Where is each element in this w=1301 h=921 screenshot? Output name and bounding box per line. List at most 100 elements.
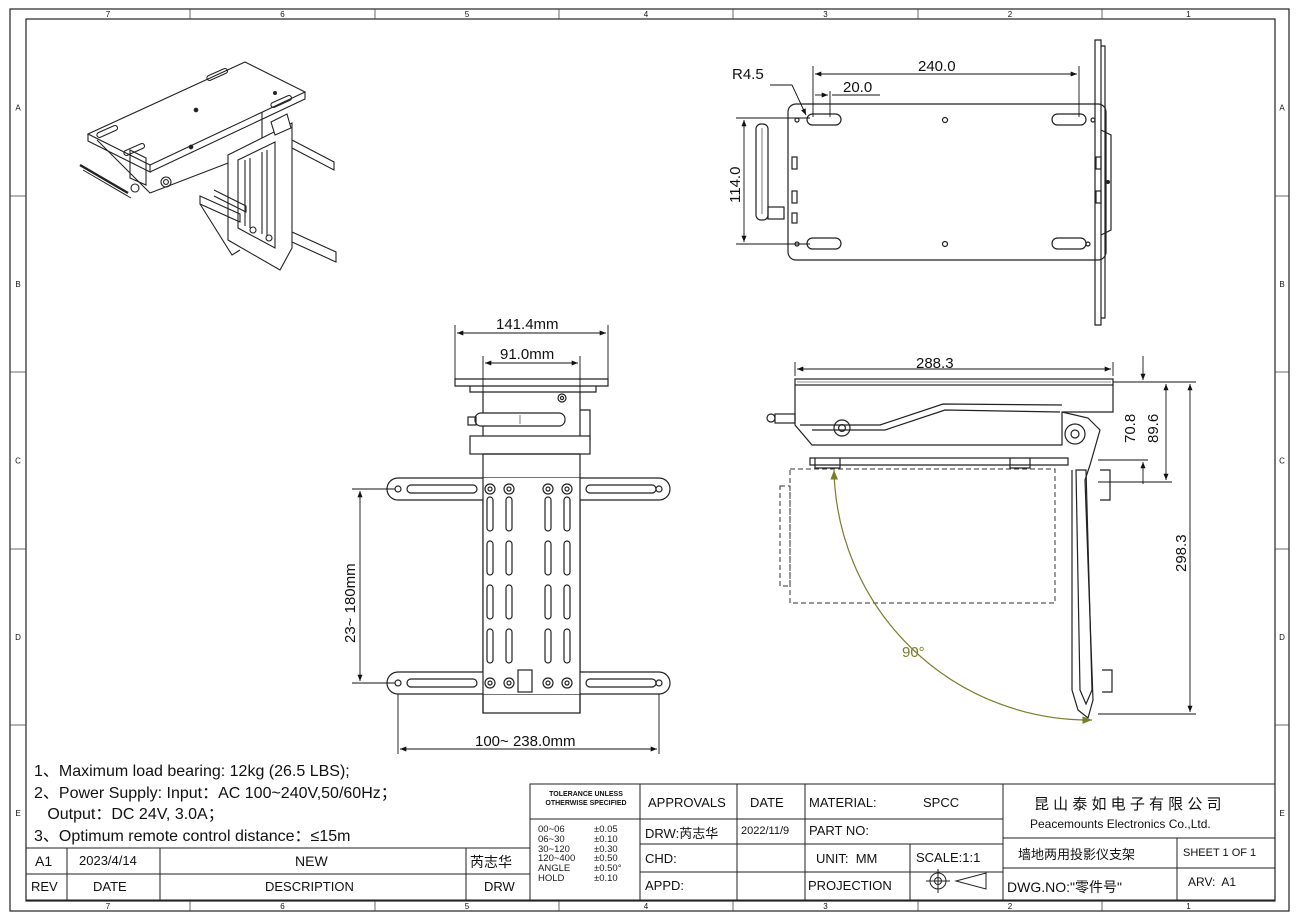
part-no-label: PART NO: <box>809 823 869 838</box>
sheet-number: SHEET 1 OF 1 <box>1183 847 1257 859</box>
plate-slot <box>563 496 571 532</box>
rev-value: A1 <box>35 853 53 869</box>
zone-col-label: 5 <box>465 10 470 19</box>
dim-top-small: 20.0 <box>843 79 872 96</box>
projector-outline <box>779 468 1056 604</box>
zone-col-label: 7 <box>106 902 111 911</box>
screw-head <box>561 677 573 689</box>
zone-col-label: 1 <box>1186 902 1191 911</box>
tolerance-value: ±0.05 <box>594 824 618 835</box>
zone-col-label: 2 <box>1008 902 1013 911</box>
zone-row-label: C <box>1279 457 1285 466</box>
zone-col-label: 4 <box>644 902 649 911</box>
appd-field: APPD: <box>645 878 685 893</box>
tolerance-row: ANGLE±0.50° <box>538 864 638 874</box>
chd-field: CHD: <box>645 851 677 866</box>
screw-center <box>506 486 512 492</box>
rev-date: 2023/4/14 <box>79 853 137 868</box>
zone-row-label: D <box>1279 633 1285 642</box>
tolerance-row: 120~400 ±0.50 <box>538 854 638 864</box>
front-view <box>386 378 671 714</box>
dim-side-width: 288.3 <box>916 355 954 372</box>
rev-drawn-by: 芮志华 <box>470 854 512 870</box>
tolerance-range: 30~120 <box>538 843 570 855</box>
plate-slot <box>563 584 571 620</box>
zone-row-label: D <box>15 633 21 642</box>
plate-slot <box>563 628 571 664</box>
zone-row-label: C <box>15 457 21 466</box>
zone-col-label: 1 <box>1186 10 1191 19</box>
tolerance-row: 30~120 ±0.30 <box>538 843 638 855</box>
top-view-dimensions <box>736 66 1080 245</box>
note-load: 1、Maximum load bearing: 12kg (26.5 LBS); <box>34 763 350 780</box>
plate-slot <box>505 540 513 576</box>
dim-top-height: 114.0 <box>727 167 744 203</box>
tolerance-range: 00~06 <box>538 824 565 835</box>
zone-col-label: 6 <box>280 10 285 19</box>
tolerance-range: 120~400 <box>538 853 576 865</box>
side-view-dimensions <box>794 356 1196 715</box>
tolerance-value: ±0.50 <box>594 853 618 865</box>
plate-slot <box>544 496 552 532</box>
zone-row-label: E <box>1279 809 1284 818</box>
screw-head <box>542 483 554 495</box>
dim-side-h1: 70.8 <box>1122 414 1139 443</box>
tolerance-value: ±0.10 <box>594 833 618 845</box>
company-name-cn: 昆 山 泰 如 电 子 有 限 公 司 <box>1034 796 1222 813</box>
screw-center <box>564 486 570 492</box>
plate-slot <box>486 540 494 576</box>
screw-head <box>561 483 573 495</box>
title-block-grid <box>25 783 1276 901</box>
front-view-dimensions <box>352 325 660 754</box>
rev-description: NEW <box>295 853 328 869</box>
tolerance-value: ±0.50° <box>594 863 622 875</box>
projection-symbol <box>926 869 987 893</box>
zone-row-label: B <box>15 280 20 289</box>
material-label: MATERIAL: <box>809 795 877 810</box>
tolerance-title-line1: TOLERANCE UNLESS <box>549 791 623 798</box>
zone-col-label: 4 <box>644 10 649 19</box>
tolerance-row: HOLD±0.10 <box>538 874 638 884</box>
rev-header-description: DESCRIPTION <box>265 879 354 894</box>
plate-slot <box>505 628 513 664</box>
zone-row-label: A <box>1279 104 1285 113</box>
screw-head <box>503 677 515 689</box>
rev-header-rev: REV <box>31 879 58 894</box>
zone-col-label: 3 <box>823 902 828 911</box>
tolerance-rows: 00~06 ±0.05 06~30 ±0.10 30~120 ±0.30 120~400 ±0… <box>538 825 638 884</box>
zone-col-label: 5 <box>465 902 470 911</box>
projection-label: PROJECTION <box>808 878 892 893</box>
material-value: SPCC <box>923 795 960 810</box>
screw-center <box>487 680 493 686</box>
note-output: Output：DC 24V, 3.0A； <box>34 806 224 823</box>
drw-field: DRW:芮志华 <box>645 826 719 841</box>
screw-head <box>484 677 496 689</box>
inner-border <box>25 18 1276 902</box>
unit-value: UNIT: MM <box>816 851 878 866</box>
date-label: DATE <box>750 795 784 810</box>
plate-slot <box>505 584 513 620</box>
tolerance-row: 00~06 ±0.05 <box>538 825 638 835</box>
rotation-arc <box>830 469 1093 724</box>
tolerance-value: ±0.10 <box>594 872 618 884</box>
zone-grid <box>10 9 1289 911</box>
tolerance-value: ±0.30 <box>594 843 618 855</box>
top-view <box>755 39 1112 326</box>
plate-slot <box>486 628 494 664</box>
dim-front-vertical: 23~ 180mm <box>342 563 359 643</box>
dim-side-h3: 298.3 <box>1173 534 1190 572</box>
rev-header-date: DATE <box>93 879 127 894</box>
note-power: 2、Power Supply: Input：AC 100~240V,50/60H… <box>34 785 397 802</box>
plate-slot <box>486 496 494 532</box>
approvals-label: APPROVALS <box>648 795 726 810</box>
zone-col-label: 7 <box>106 10 111 19</box>
scale-value: SCALE:1:1 <box>916 850 981 865</box>
note-remote: 3、Optimum remote control distance：≤15m <box>34 828 351 845</box>
zone-row-label: E <box>15 809 20 818</box>
plate-slot <box>544 584 552 620</box>
dim-top-r: R4.5 <box>732 66 764 83</box>
tolerance-range: 06~30 <box>538 833 565 845</box>
dim-side-h2: 89.6 <box>1145 414 1162 443</box>
dwg-number: DWG.NO:"零件号" <box>1007 879 1122 895</box>
